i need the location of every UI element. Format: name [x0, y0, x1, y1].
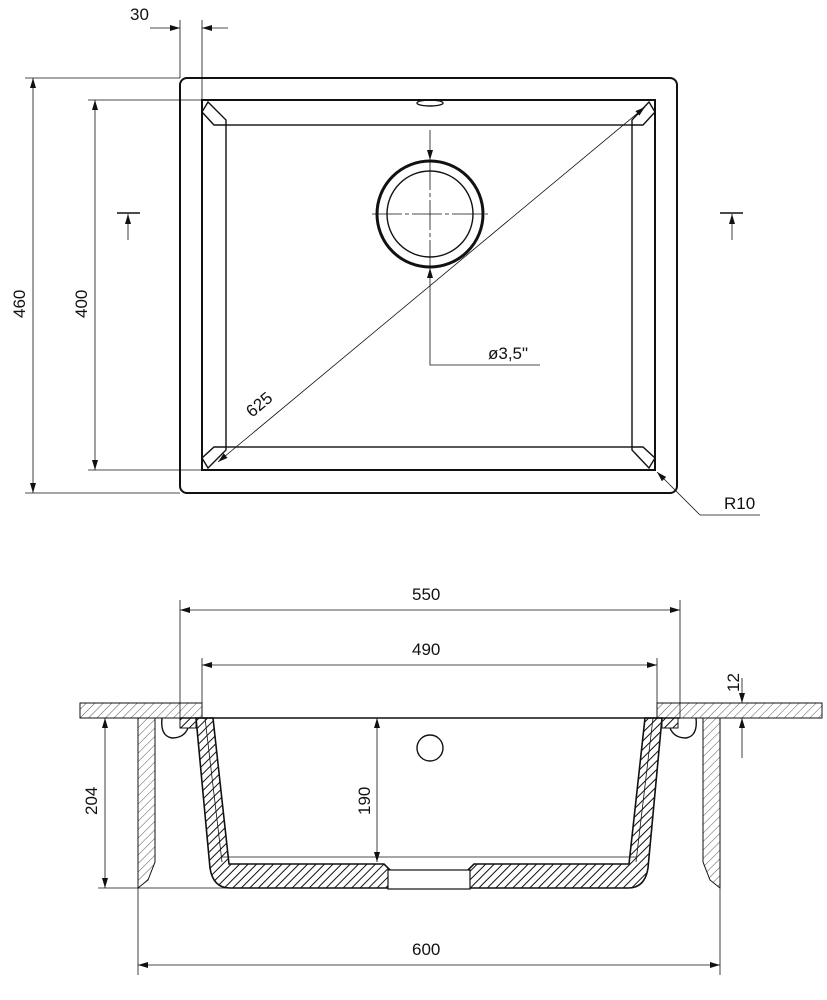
bowl-corners [201, 100, 656, 470]
dim-total-height-label: 204 [82, 787, 101, 815]
dim-diagonal-label: 625 [242, 388, 276, 421]
dim-bowl-depth-label: 190 [355, 787, 374, 815]
dim-outer-depth-label: 460 [10, 290, 29, 318]
dim-counter-thickness-label: 12 [724, 673, 743, 692]
section-marker-right [720, 212, 743, 240]
dim-inner-width-label: 490 [412, 640, 440, 659]
cabinet-wall-right [702, 717, 721, 890]
section-view: 550 490 12 204 190 600 [79, 585, 823, 975]
mounting-clip-left [161, 717, 189, 739]
overflow-hole-icon [416, 734, 444, 762]
dim-flange-label: 30 [130, 5, 149, 24]
countertop-left [79, 702, 203, 719]
dim-cabinet-width-label: 600 [412, 940, 440, 959]
top-view: ø3,5" 625 460 400 30 R10 [10, 5, 760, 516]
drain-opening [387, 869, 471, 890]
dim-inner-depth-label: 400 [72, 290, 91, 318]
cabinet-wall-left [137, 717, 156, 890]
bowl-floor [225, 124, 633, 448]
mounting-clip-right [669, 717, 697, 739]
countertop-right [656, 702, 823, 719]
dim-radius-label: R10 [724, 494, 755, 513]
dim-outer-width-label: 550 [412, 585, 440, 604]
sink-outer-edge [179, 77, 678, 494]
overflow-icon [416, 99, 444, 107]
section-marker-left [117, 212, 140, 240]
sink-body-section [195, 717, 663, 889]
dim-drain-label: ø3,5" [488, 344, 528, 363]
